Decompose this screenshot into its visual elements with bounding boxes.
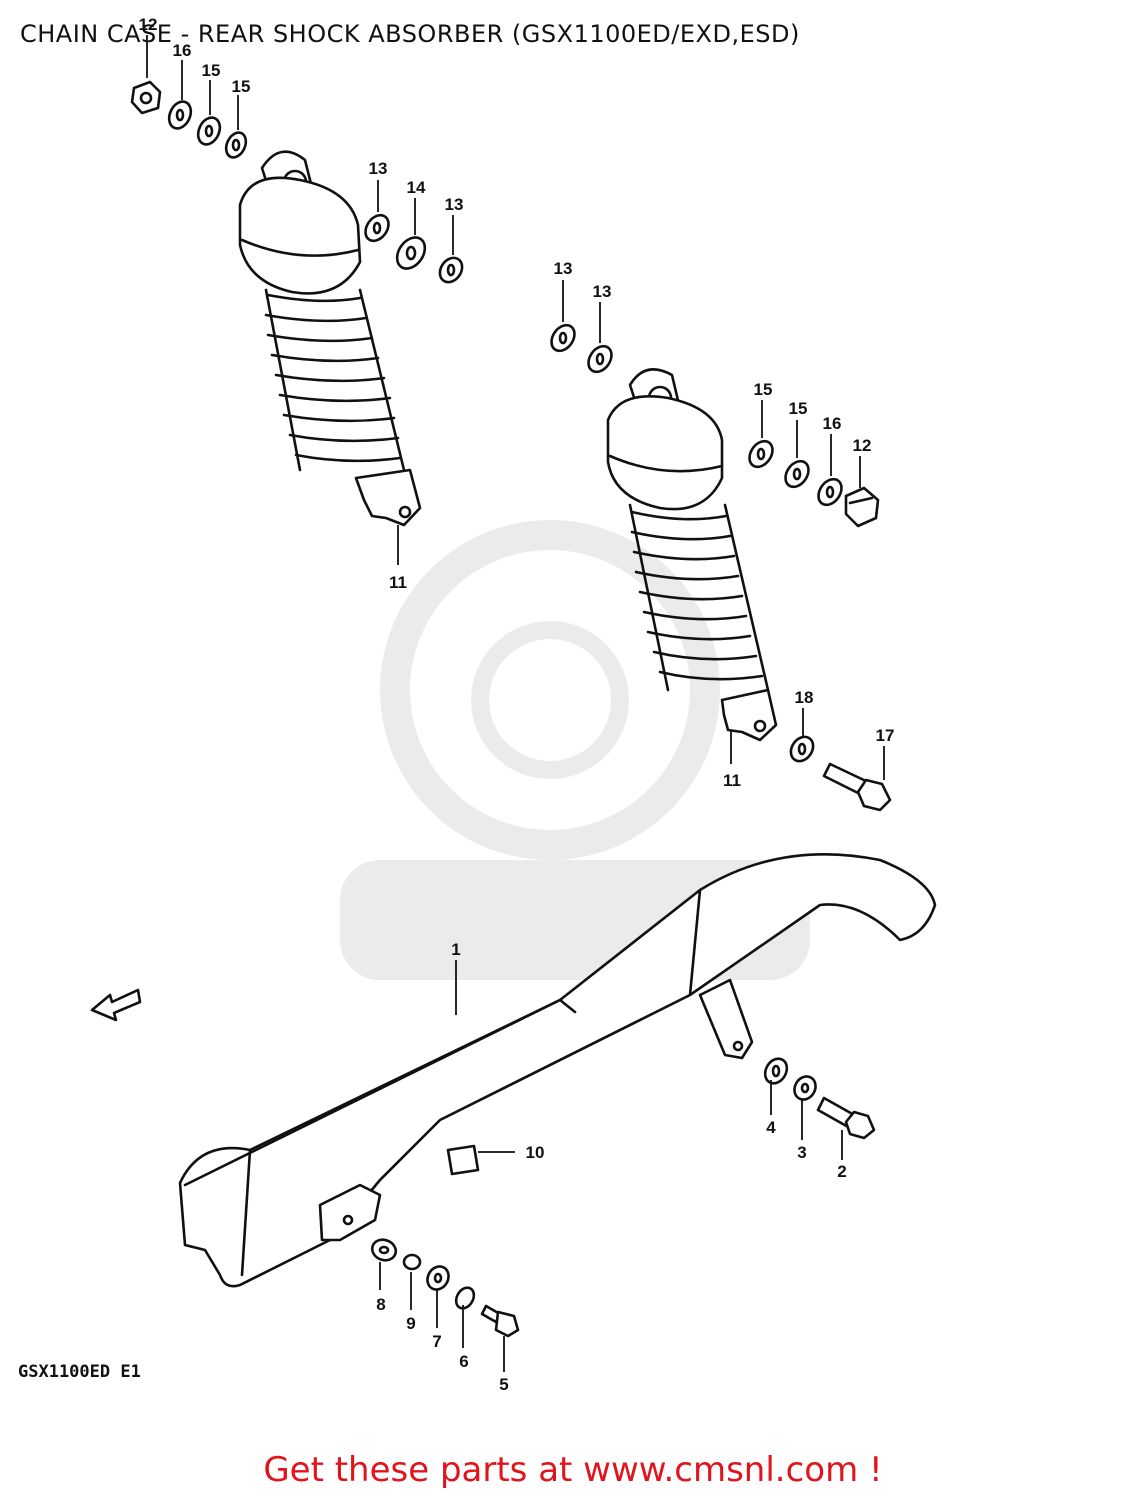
part-label: 10 (526, 1143, 545, 1162)
part-label: 5 (499, 1375, 508, 1394)
part-label: 14 (407, 178, 426, 197)
part-label: 16 (823, 414, 842, 433)
washer-18[interactable] (786, 733, 817, 766)
model-code-label: GSX1100ED E1 (18, 1362, 141, 1382)
diagram-title: CHAIN CASE - REAR SHOCK ABSORBER (GSX110… (20, 20, 800, 48)
nut-12-right[interactable] (844, 486, 880, 528)
washer-4[interactable] (761, 1055, 791, 1088)
part-label: 18 (795, 688, 814, 707)
washer-15-top-a[interactable] (194, 114, 224, 148)
part-label: 8 (376, 1295, 385, 1314)
part-label: 7 (432, 1332, 441, 1351)
footer-link-text[interactable]: Get these parts at www.cmsnl.com ! (263, 1450, 883, 1490)
washer-8[interactable] (369, 1236, 398, 1263)
part-label: 16 (173, 41, 192, 60)
washer-14[interactable] (391, 232, 430, 274)
washer-15-top-b[interactable] (222, 129, 249, 160)
part-label: 15 (202, 61, 221, 80)
exploded-parts-diagram: 12 16 15 15 13 14 13 13 13 15 15 16 12 1… (90, 15, 937, 1394)
spacer-3[interactable] (790, 1073, 819, 1104)
collar-9[interactable] (402, 1253, 422, 1271)
washer-15-right-a[interactable] (745, 437, 777, 471)
part-label: 13 (593, 282, 612, 301)
part-label: 4 (766, 1118, 776, 1137)
part-label: 17 (876, 726, 895, 745)
washer-13-left-b[interactable] (435, 254, 466, 287)
part-label: 12 (853, 436, 872, 455)
part-label: 13 (369, 159, 388, 178)
part-label: 3 (797, 1143, 806, 1162)
part-label: 11 (723, 771, 741, 790)
part-label: 15 (232, 77, 251, 96)
part-label: 1 (451, 940, 460, 959)
chain-case[interactable] (178, 852, 937, 1288)
right-shock-absorber[interactable] (606, 368, 778, 742)
part-label: 11 (389, 573, 407, 592)
part-label: 13 (445, 195, 464, 214)
washer-16-top[interactable] (165, 98, 195, 132)
washer-16-right[interactable] (814, 475, 846, 509)
nut-12-top[interactable] (130, 80, 162, 115)
washer-7[interactable] (423, 1263, 452, 1294)
part-label: 15 (754, 380, 773, 399)
left-shock-absorber[interactable] (238, 150, 422, 527)
washer-13-right-b[interactable] (584, 342, 616, 376)
part-label: 15 (789, 399, 808, 418)
bolt-17[interactable] (822, 762, 892, 812)
bolt-2[interactable] (816, 1096, 876, 1140)
part-label: 6 (459, 1352, 468, 1371)
washer-15-right-b[interactable] (781, 457, 813, 491)
part-label: 13 (554, 259, 573, 278)
part-label: 12 (139, 15, 158, 34)
part-label: 2 (837, 1162, 846, 1181)
washer-6[interactable] (453, 1284, 478, 1311)
bolt-5[interactable] (480, 1304, 520, 1338)
washer-13-right-a[interactable] (547, 321, 579, 355)
damper-10[interactable] (446, 1144, 480, 1176)
part-label: 9 (406, 1314, 415, 1333)
washer-13-left-a[interactable] (361, 211, 393, 245)
front-arrow-icon (90, 988, 142, 1022)
leader-lines (146, 35, 885, 1372)
